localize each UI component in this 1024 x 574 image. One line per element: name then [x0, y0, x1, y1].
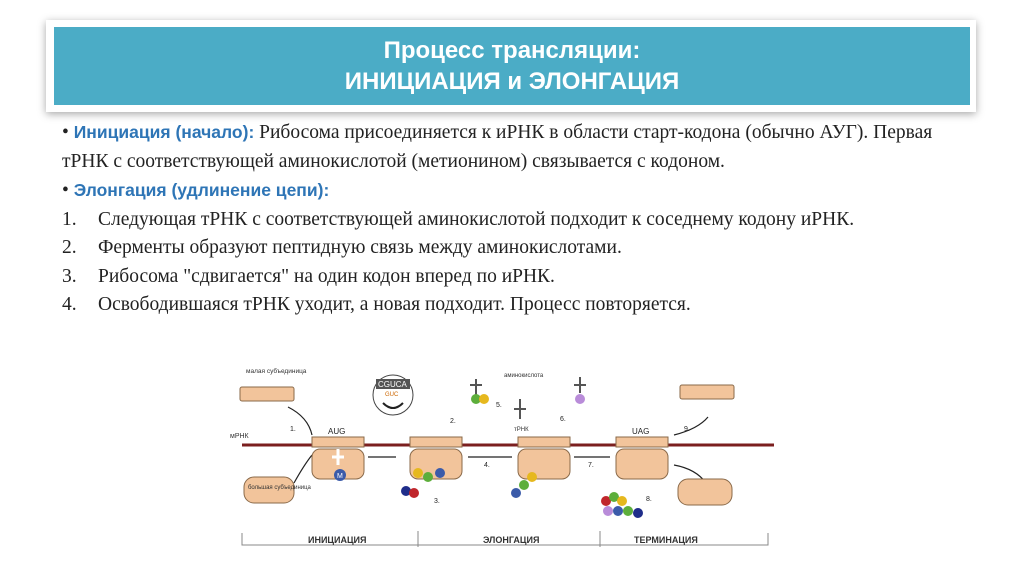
ribosome-3-small: [517, 436, 571, 448]
ribosome-1-small: [311, 436, 365, 448]
translation-diagram: ИНИЦИАЦИЯ ЭЛОНГАЦИЯ ТЕРМИНАЦИЯ малая суб…: [230, 367, 774, 547]
svg-text:8.: 8.: [646, 496, 652, 503]
svg-text:AUG: AUG: [328, 427, 345, 436]
ribosome-2-large: [409, 448, 463, 480]
trna-label: тРНК: [514, 427, 529, 433]
title-line-1: Процесс трансляции:: [383, 37, 641, 64]
svg-text:5.: 5.: [496, 402, 502, 409]
initiation-text: Рибосома присоединяется к иРНК в области…: [62, 122, 933, 172]
initiation-paragraph: • Инициация (начало): Рибосома присоедин…: [62, 118, 962, 176]
released-polypeptide: [601, 492, 643, 518]
bullet: •: [62, 180, 69, 201]
large-subunit: [243, 476, 295, 504]
ribosome-3-large: [517, 448, 571, 480]
list-item: 2.Ферменты образуют пептидную связь межд…: [62, 237, 622, 258]
stage-label-termination: ТЕРМИНАЦИЯ: [634, 535, 698, 545]
svg-text:9.: 9.: [684, 426, 690, 433]
mrna-label: мРНК: [230, 433, 250, 440]
svg-text:3.: 3.: [434, 498, 440, 505]
small-subunit: [239, 386, 295, 402]
amino-acid-label: аминокислота: [504, 373, 544, 379]
title-line-2: ИНИЦИАЦИЯ и ЭЛОНГАЦИЯ: [344, 68, 680, 95]
elongation-steps: 1.Следующая тРНК с соответствующей амино…: [62, 206, 962, 320]
large-subunit-label: большая субъединица: [248, 485, 312, 491]
free-small-subunit: [679, 384, 735, 400]
elongation-label: Элонгация (удлинение цепи):: [73, 180, 330, 200]
slide-content: • Инициация (начало): Рибосома присоедин…: [62, 118, 962, 320]
slide-title: Процесс трансляции: ИНИЦИАЦИЯ и ЭЛОНГАЦИ…: [54, 27, 970, 105]
svg-text:4.: 4.: [484, 462, 490, 469]
initiation-label: Инициация (начало):: [73, 122, 255, 142]
list-item: 4.Освободившаяся тРНК уходит, а новая по…: [62, 294, 691, 315]
svg-text:CGUCA: CGUCA: [378, 380, 408, 389]
ribosome-2-small: [409, 436, 463, 448]
stage-label-initiation: ИНИЦИАЦИЯ: [308, 535, 367, 545]
free-large-subunit: [677, 478, 733, 506]
svg-text:M: M: [337, 473, 343, 480]
svg-text:6.: 6.: [560, 416, 566, 423]
elongation-heading: • Элонгация (удлинение цепи):: [62, 176, 962, 206]
methionine: [334, 469, 346, 481]
list-item: 1.Следующая тРНК с соответствующей амино…: [62, 208, 855, 230]
stage-label-elongation: ЭЛОНГАЦИЯ: [483, 535, 539, 545]
svg-text:UAG: UAG: [632, 427, 649, 436]
svg-text:1.: 1.: [290, 426, 296, 433]
ribosome-4-large: [615, 448, 669, 480]
svg-text:GUC: GUC: [385, 392, 399, 398]
ribosome-4-small: [615, 436, 669, 448]
small-subunit-label: малая субъединица: [246, 367, 307, 375]
list-item: 3.Рибосома "сдвигается" на один кодон вп…: [62, 265, 555, 287]
bullet: •: [62, 122, 69, 143]
svg-text:7.: 7.: [588, 462, 594, 469]
svg-text:2.: 2.: [450, 418, 456, 425]
